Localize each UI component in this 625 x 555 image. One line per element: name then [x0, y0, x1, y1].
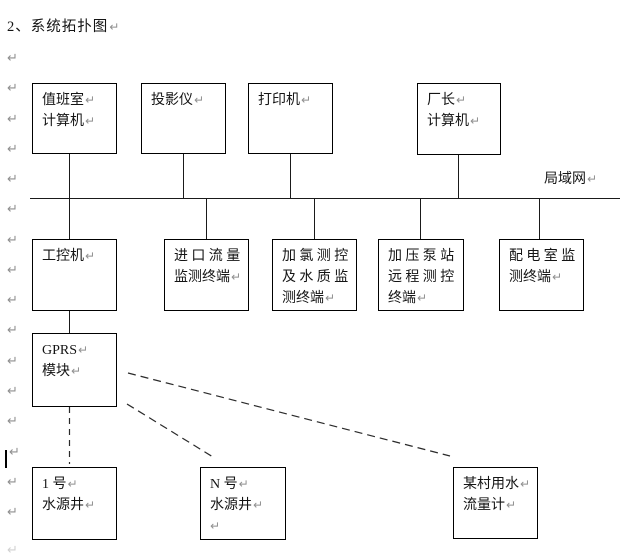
- node-label-line: 配电室监: [509, 249, 579, 264]
- line-break-mark-icon: ↵: [7, 51, 18, 66]
- line-break-mark-icon: ↵: [7, 414, 18, 429]
- line-break-mark-icon: ↵: [7, 505, 18, 520]
- lan-label-text: 局域网: [544, 172, 586, 187]
- node-label-line: 工控机: [42, 249, 84, 264]
- line-break-mark-icon: ↵: [78, 343, 89, 357]
- line-break-mark-icon: ↵: [506, 498, 517, 512]
- line-break-mark-icon: ↵: [7, 293, 18, 308]
- dashed-link-gprs-to-well-n[interactable]: [126, 403, 214, 458]
- node-label-line: 远程测控: [388, 270, 458, 285]
- line-break-mark-icon: ↵: [67, 477, 78, 491]
- node-duty-room-computer[interactable]: 值班室↵ 计算机↵: [32, 83, 117, 154]
- node-label-line: 模块: [42, 364, 70, 379]
- node-label-line: 终端: [388, 291, 416, 306]
- line-break-mark-icon: ↵: [7, 233, 18, 248]
- node-gprs-module[interactable]: GPRS↵ 模块↵: [32, 333, 117, 407]
- line-break-mark-icon: ↵: [7, 142, 18, 157]
- node-projector[interactable]: 投影仪↵: [141, 83, 226, 154]
- node-label-line: 厂长: [427, 93, 455, 108]
- line-break-mark-icon: ↵: [552, 270, 563, 284]
- line-break-mark-icon: ↵: [325, 291, 336, 305]
- node-chlorination-terminal[interactable]: 加氯测控 及水质监 测终端↵: [272, 239, 357, 311]
- line-break-mark-icon: ↵: [85, 114, 96, 128]
- node-label-line: N 号: [210, 477, 238, 492]
- line-break-mark-icon: ↵: [238, 477, 249, 491]
- line-break-mark-icon: ↵: [7, 172, 18, 187]
- node-label-line: 监测终端: [174, 270, 230, 285]
- node-label-line: 打印机: [258, 93, 300, 108]
- line-break-mark-icon: ↵: [210, 519, 221, 533]
- line-break-mark-icon: ↵: [7, 323, 18, 338]
- line-break-mark-icon: ↵: [85, 249, 96, 263]
- lan-label: 局域网↵: [544, 168, 597, 188]
- node-pump-station-terminal[interactable]: 加压泵站 远程测控 终端↵: [378, 239, 464, 311]
- node-label-line: 加压泵站: [388, 249, 458, 264]
- node-label-line: GPRS: [42, 343, 78, 358]
- line-break-mark-icon: ↵: [7, 475, 18, 490]
- node-label-line: 加氯测控: [282, 249, 352, 264]
- node-label-line: 进口流量: [174, 249, 244, 264]
- line-break-mark-icon: ↵: [194, 93, 205, 107]
- node-label-line: 1 号: [42, 477, 67, 492]
- line-break-mark-icon: ↵: [417, 291, 428, 305]
- node-label-line: 流量计: [463, 498, 505, 513]
- node-well-n[interactable]: N 号↵ 水源井↵ ↵: [200, 467, 286, 540]
- section-heading-text: 2、系统拓扑图: [7, 19, 109, 35]
- line-break-mark-icon: ↵: [71, 364, 82, 378]
- line-break-mark-icon: ↵: [85, 93, 96, 107]
- text-cursor: [5, 450, 7, 468]
- section-heading: 2、系统拓扑图↵: [7, 15, 120, 36]
- line-break-mark-icon: ↵: [231, 270, 242, 284]
- line-break-mark-icon: ↵: [7, 354, 18, 369]
- node-label-line: 值班室: [42, 93, 84, 108]
- node-label-line: 计算机: [427, 114, 469, 129]
- node-power-room-terminal[interactable]: 配电室监 测终端↵: [499, 239, 584, 311]
- node-label-line: 测终端: [509, 270, 551, 285]
- node-label-line: 水源井: [210, 498, 252, 513]
- line-break-mark-icon: ↵: [109, 20, 121, 34]
- node-label-line: 投影仪: [151, 93, 193, 108]
- line-break-mark-icon: ↵: [9, 445, 20, 460]
- line-break-mark-icon: ↵: [456, 93, 467, 107]
- line-break-mark-icon: ↵: [587, 172, 598, 186]
- node-director-computer[interactable]: 厂长↵ 计算机↵: [417, 83, 501, 155]
- node-well-1[interactable]: 1 号↵ 水源井↵: [32, 467, 117, 540]
- line-break-mark-icon: ↵: [7, 543, 18, 555]
- node-inlet-flow-terminal[interactable]: 进口流量 监测终端↵: [164, 239, 249, 311]
- line-break-mark-icon: ↵: [470, 114, 481, 128]
- line-break-mark-icon: ↵: [7, 202, 18, 217]
- node-label-line: 测终端: [282, 291, 324, 306]
- node-label-line: 计算机: [42, 114, 84, 129]
- dashed-link-gprs-to-village-meter[interactable]: [127, 372, 451, 457]
- line-break-mark-icon: ↵: [7, 81, 18, 96]
- node-village-flow-meter[interactable]: 某村用水↵ 流量计↵: [453, 467, 538, 539]
- node-label-line: 某村用水: [463, 477, 519, 492]
- line-break-mark-icon: ↵: [301, 93, 312, 107]
- line-break-mark-icon: ↵: [85, 498, 96, 512]
- node-label-line: 及水质监: [282, 270, 352, 285]
- line-break-mark-icon: ↵: [7, 112, 18, 127]
- line-break-mark-icon: ↵: [253, 498, 264, 512]
- line-break-mark-icon: ↵: [520, 477, 531, 491]
- node-printer[interactable]: 打印机↵: [248, 83, 333, 154]
- line-break-mark-icon: ↵: [7, 263, 18, 278]
- line-break-mark-icon: ↵: [7, 384, 18, 399]
- node-industrial-computer[interactable]: 工控机↵: [32, 239, 117, 311]
- node-label-line: 水源井: [42, 498, 84, 513]
